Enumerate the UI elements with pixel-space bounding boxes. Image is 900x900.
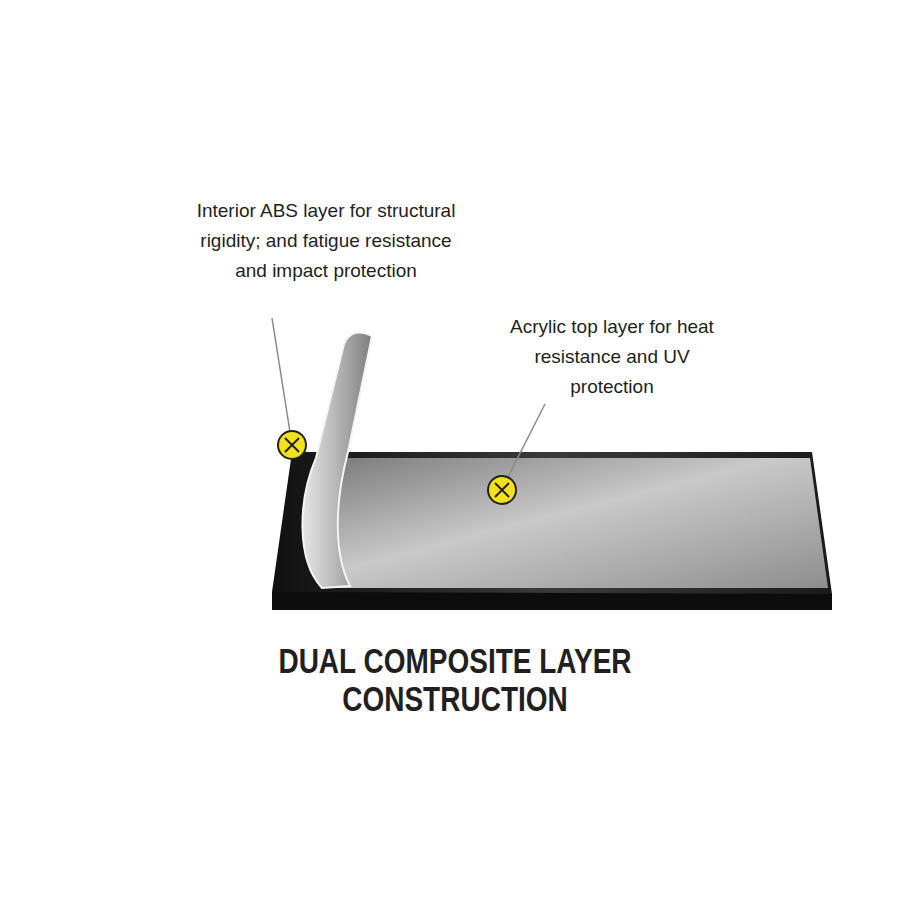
acrylic-top-layer [322,458,828,588]
leader-line [508,404,545,477]
callout-text: Acrylic top layer for heat resistance an… [492,312,732,402]
callout-marker [488,476,516,504]
callout-marker [278,431,306,459]
abs-base-layer [272,452,832,610]
peeled-acrylic-sheet [302,332,372,588]
callout-text: Interior ABS layer for structural rigidi… [196,196,456,286]
leader-line [272,318,290,432]
diagram-title: DUAL COMPOSITE LAYER CONSTRUCTION [211,642,699,718]
